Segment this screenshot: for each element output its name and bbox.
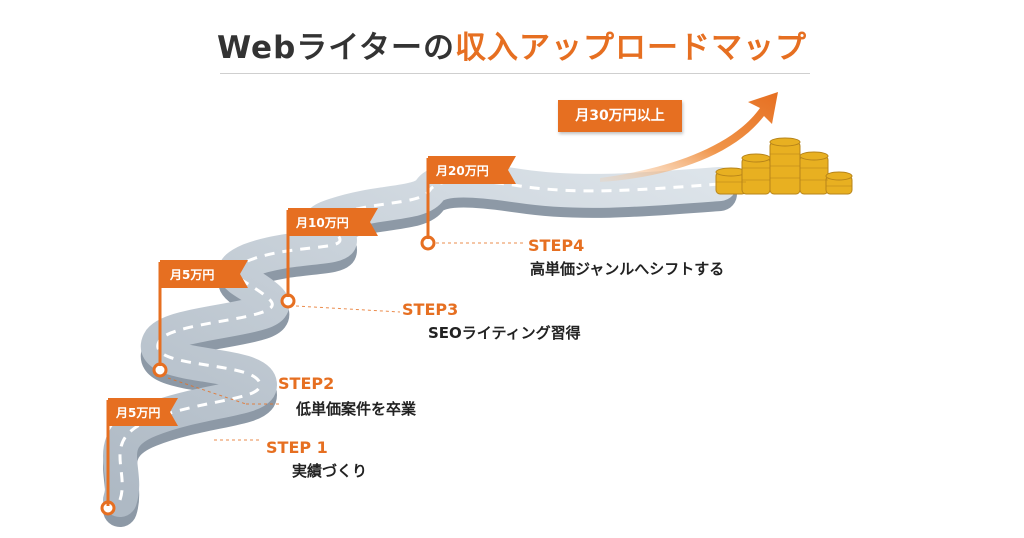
flag-4: 月20万円 (426, 156, 516, 239)
up-right-arrow-icon (600, 92, 778, 182)
step-1-label: STEP 1 (266, 438, 328, 457)
flag-1-label: 月5万円 (115, 406, 160, 420)
flag-3-label: 月10万円 (295, 216, 349, 230)
step-4-label: STEP4 (528, 236, 585, 255)
road (103, 163, 737, 517)
flag-1: 月5万円 (106, 398, 178, 506)
step2-leader-line (167, 377, 247, 405)
page-title: Webライターの収入アップロードマップ (0, 22, 1024, 67)
title-prefix: Webライターの (216, 30, 456, 66)
flag-4-label: 月20万円 (435, 164, 489, 178)
step-2-label: STEP2 (278, 374, 335, 393)
step-3-label: STEP3 (402, 300, 459, 319)
title-highlight: 収入アップロードマップ (455, 30, 808, 66)
step-3-description: SEOライティング習得 (428, 324, 581, 342)
title-divider (220, 73, 810, 74)
flag-icon (428, 156, 516, 184)
flag-2: 月5万円 (158, 260, 248, 366)
step-2-description: 低単価案件を卒業 (296, 400, 417, 418)
flag-icon (108, 398, 178, 426)
flag-2-label: 月5万円 (169, 268, 214, 282)
goal-badge: 月30万円以上 (558, 100, 682, 132)
step3-leader-line (295, 305, 401, 313)
step-4-description: 高単価ジャンルへシフトする (530, 260, 725, 278)
flag-icon (288, 208, 378, 236)
coin-stack-icon (715, 137, 853, 195)
flag-icon (160, 260, 248, 288)
step-1-description: 実績づくり (292, 462, 368, 480)
flag-3: 月10万円 (286, 208, 378, 297)
